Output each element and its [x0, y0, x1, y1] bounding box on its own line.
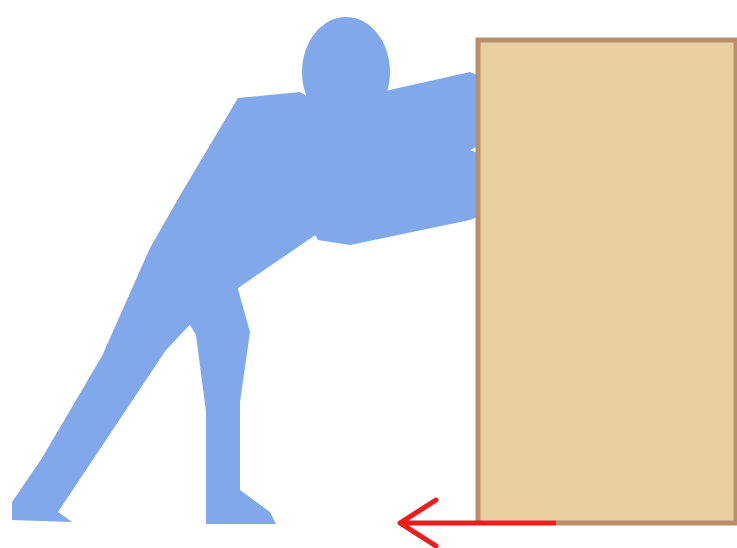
pushing-person-icon: [12, 17, 496, 524]
box-icon: [478, 40, 736, 523]
